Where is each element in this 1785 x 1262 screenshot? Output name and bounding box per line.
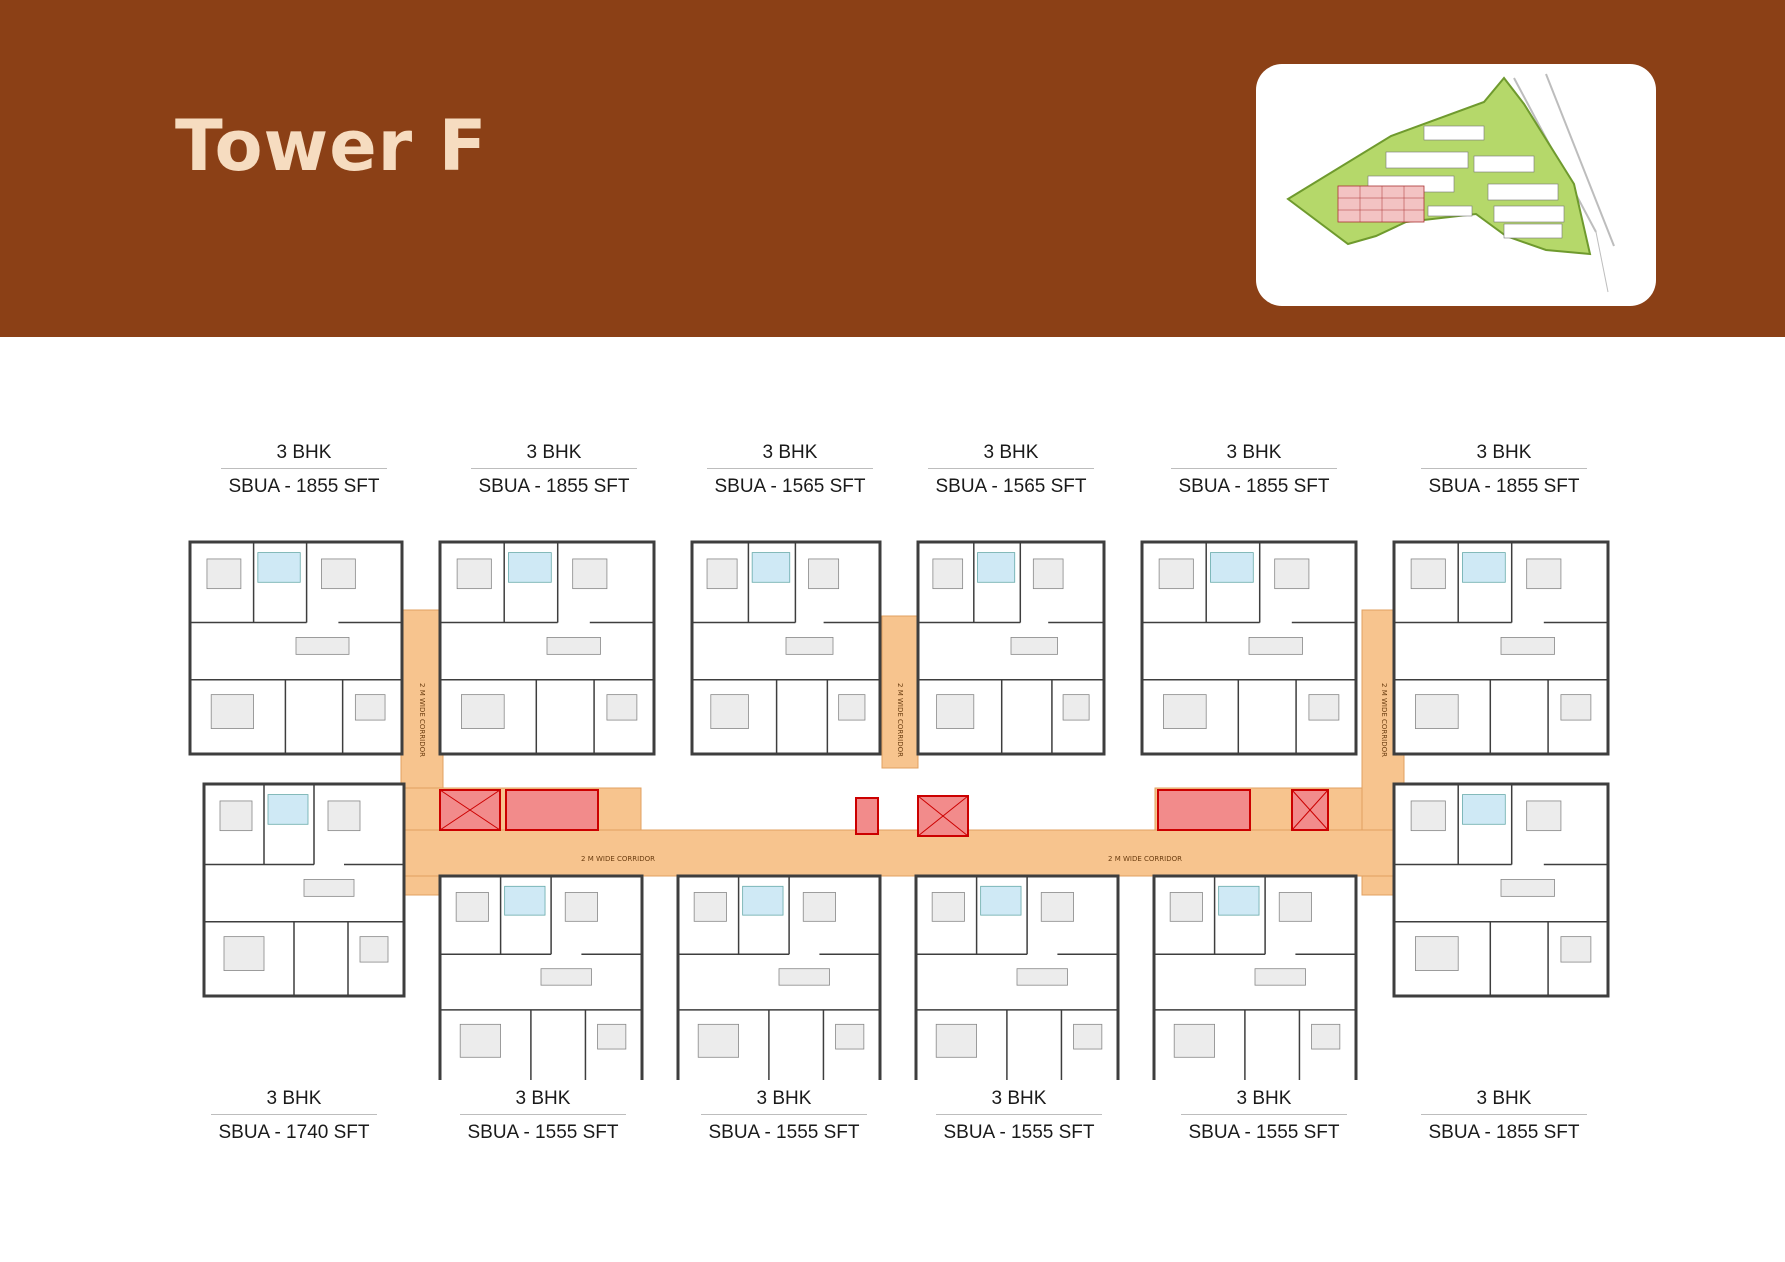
apartment-unit-bottom-3 — [914, 874, 1120, 1080]
unit-area: SBUA - 1555 SFT — [943, 1122, 1095, 1143]
apartment-unit-bottom-2 — [676, 874, 882, 1080]
corridor-label-horizontal-left: 2 M WIDE CORRIDOR — [581, 855, 655, 863]
corridor-label-vertical-right: 2 M WIDE CORRIDOR — [1380, 683, 1388, 757]
unit-area: SBUA - 1555 SFT — [1188, 1122, 1340, 1143]
apartment-unit-bottom-4 — [1152, 874, 1358, 1080]
unit-type: 3 BHK — [460, 1088, 626, 1115]
unit-type: 3 BHK — [928, 442, 1094, 469]
site-key-plan-drawing — [1286, 73, 1615, 293]
unit-area: SBUA - 1855 SFT — [478, 476, 630, 497]
header-band: Tower F — [0, 0, 1785, 337]
apartment-unit-top-4 — [916, 540, 1106, 756]
unit-area: SBUA - 1855 SFT — [1178, 476, 1330, 497]
unit-type: 3 BHK — [936, 1088, 1102, 1115]
corridor-label-vertical-left: 2 M WIDE CORRIDOR — [418, 683, 426, 757]
unit-area: SBUA - 1855 SFT — [1428, 476, 1580, 497]
unit-label-bottom-6: 3 BHK SBUA - 1855 SFT — [1414, 1088, 1594, 1144]
unit-label-top-1: 3 BHK SBUA - 1855 SFT — [214, 442, 394, 498]
unit-area: SBUA - 1555 SFT — [708, 1122, 860, 1143]
corridor-label-vertical-mid: 2 M WIDE CORRIDOR — [896, 683, 904, 757]
floor-plan: 2 M WIDE CORRIDOR 2 M WIDE CORRIDOR 2 M … — [188, 540, 1610, 1080]
unit-type: 3 BHK — [701, 1088, 867, 1115]
apartment-unit-bottom-1 — [438, 874, 644, 1080]
unit-type: 3 BHK — [221, 442, 387, 469]
apartment-unit-top-3 — [690, 540, 882, 756]
unit-label-top-5: 3 BHK SBUA - 1855 SFT — [1164, 442, 1344, 498]
unit-label-bottom-1: 3 BHK SBUA - 1740 SFT — [204, 1088, 384, 1144]
unit-label-bottom-5: 3 BHK SBUA - 1555 SFT — [1174, 1088, 1354, 1144]
apartment-unit-bottom-5 — [1392, 782, 1610, 998]
apartment-unit-top-2 — [438, 540, 656, 756]
unit-type: 3 BHK — [707, 442, 873, 469]
corridor-label-horizontal-right: 2 M WIDE CORRIDOR — [1108, 855, 1182, 863]
unit-label-bottom-4: 3 BHK SBUA - 1555 SFT — [929, 1088, 1109, 1144]
unit-type: 3 BHK — [211, 1088, 377, 1115]
lift-core-mid — [855, 795, 969, 837]
unit-area: SBUA - 1740 SFT — [218, 1122, 370, 1143]
unit-area: SBUA - 1565 SFT — [714, 476, 866, 497]
stair-core-right — [1157, 789, 1329, 831]
unit-label-top-4: 3 BHK SBUA - 1565 SFT — [921, 442, 1101, 498]
page-title: Tower F — [175, 105, 488, 187]
site-key-plan — [1256, 64, 1656, 306]
apartment-unit-top-6 — [1392, 540, 1610, 756]
unit-label-top-3: 3 BHK SBUA - 1565 SFT — [700, 442, 880, 498]
unit-label-top-6: 3 BHK SBUA - 1855 SFT — [1414, 442, 1594, 498]
apartment-unit-top-5 — [1140, 540, 1358, 756]
unit-type: 3 BHK — [471, 442, 637, 469]
unit-type: 3 BHK — [1421, 1088, 1587, 1115]
unit-type: 3 BHK — [1171, 442, 1337, 469]
unit-area: SBUA - 1855 SFT — [1428, 1122, 1580, 1143]
unit-area: SBUA - 1855 SFT — [228, 476, 380, 497]
unit-type: 3 BHK — [1421, 442, 1587, 469]
apartment-unit-top-7 — [202, 782, 406, 998]
apartment-unit-top-1 — [188, 540, 404, 756]
unit-label-top-2: 3 BHK SBUA - 1855 SFT — [464, 442, 644, 498]
unit-area: SBUA - 1565 SFT — [935, 476, 1087, 497]
units-top-row — [188, 540, 1610, 998]
units-bottom-row — [438, 782, 1610, 1080]
unit-type: 3 BHK — [1181, 1088, 1347, 1115]
unit-label-bottom-2: 3 BHK SBUA - 1555 SFT — [453, 1088, 633, 1144]
stair-core-left — [439, 789, 599, 831]
unit-area: SBUA - 1555 SFT — [467, 1122, 619, 1143]
unit-label-bottom-3: 3 BHK SBUA - 1555 SFT — [694, 1088, 874, 1144]
